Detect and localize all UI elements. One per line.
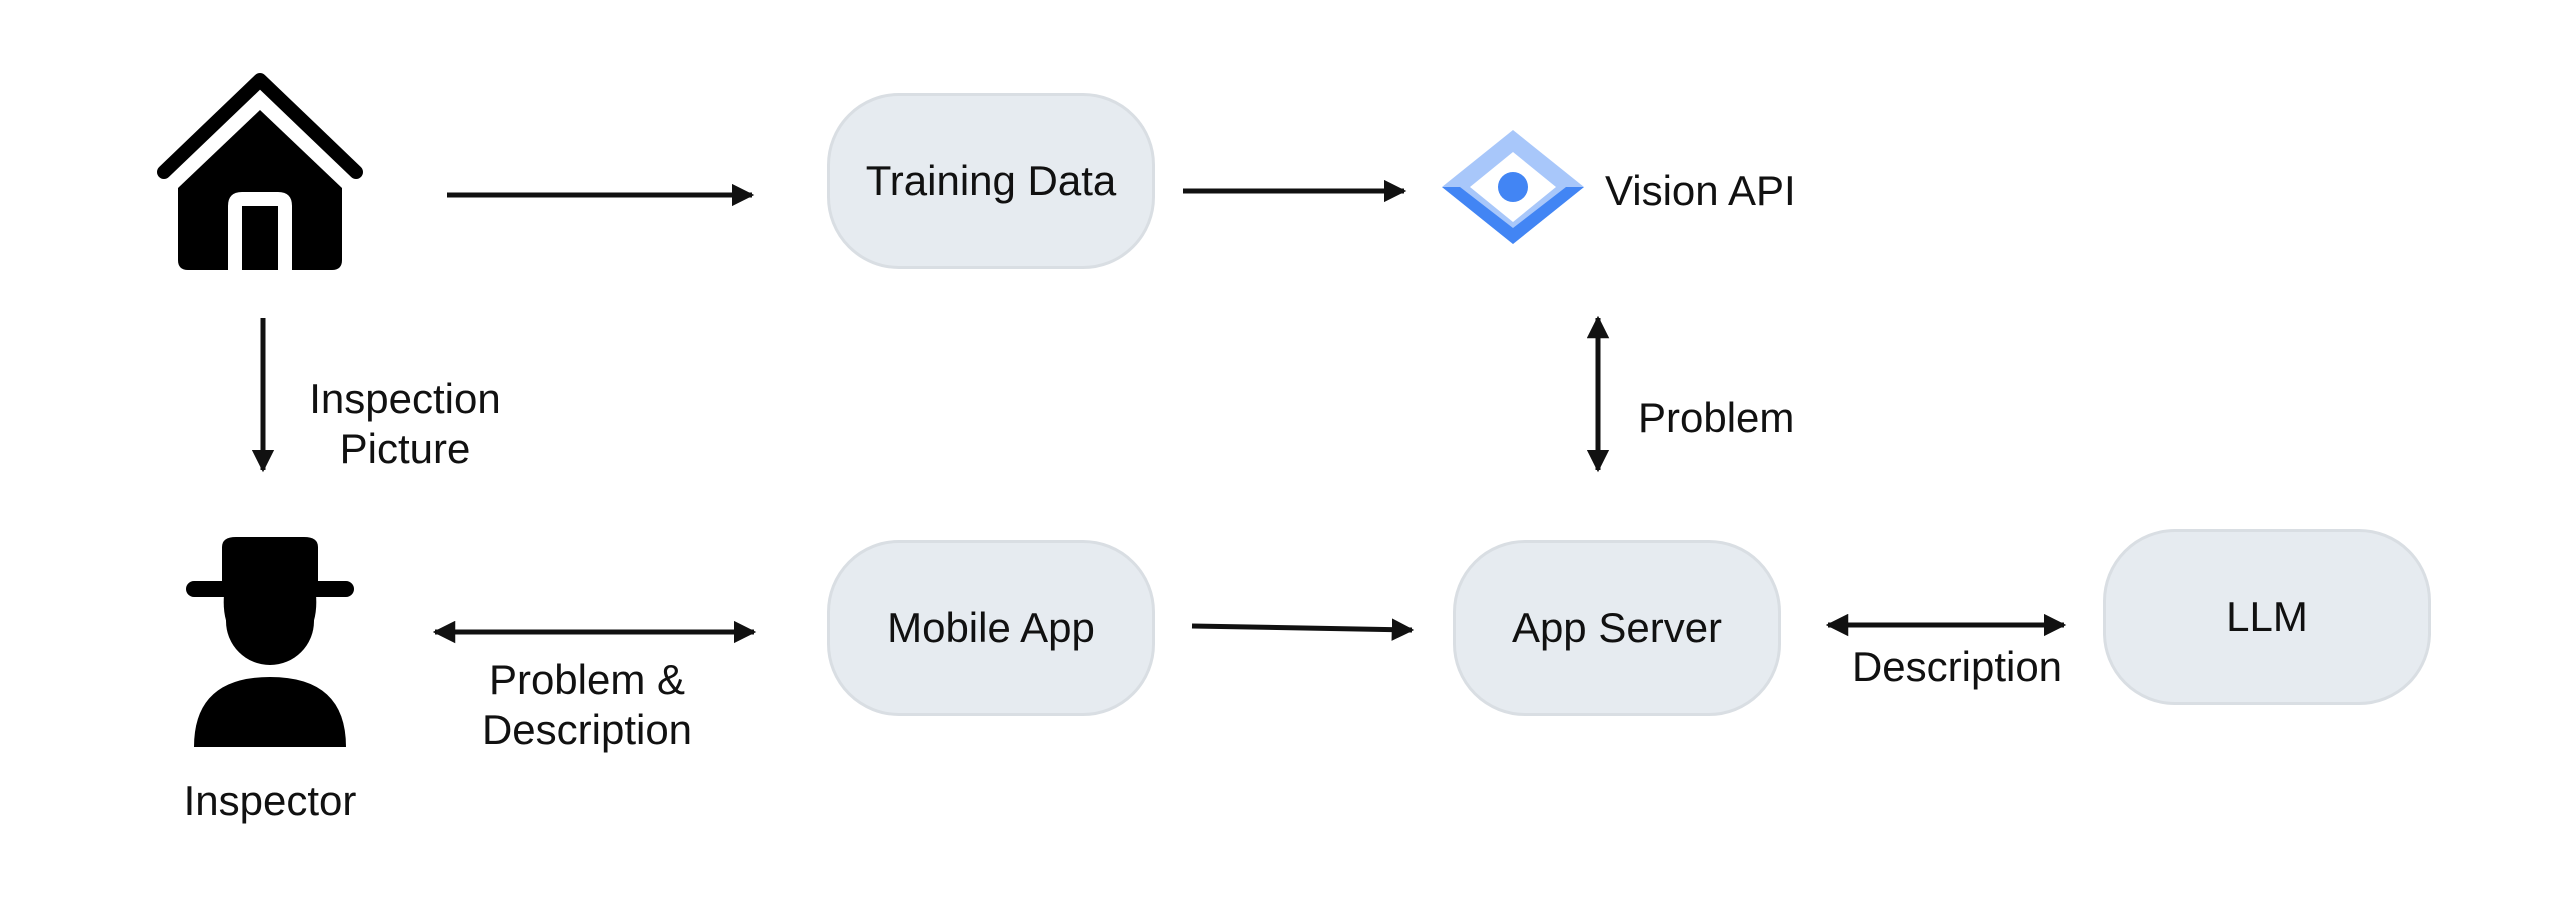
inspector-label: Inspector xyxy=(183,777,357,824)
arrow-mobile-app-to-app-server xyxy=(1191,618,1415,641)
vision-api-label: Vision API xyxy=(1605,167,1796,214)
description-label: Description xyxy=(1851,643,2063,690)
problem-label: Problem xyxy=(1638,394,1795,441)
inspection-picture-line2: Picture xyxy=(339,425,471,473)
problem-description-label: Problem & Description xyxy=(457,655,717,756)
inspection-picture-label: Inspection Picture xyxy=(290,374,520,475)
inspection-picture-line1: Inspection xyxy=(309,375,501,422)
app-server-node: App Server xyxy=(1453,540,1781,716)
training-data-node: Training Data xyxy=(827,93,1155,269)
problem-description-line2: Description xyxy=(481,706,693,754)
mobile-app-node: Mobile App xyxy=(827,540,1155,716)
problem-description-line1: Problem & xyxy=(488,656,686,703)
house-icon xyxy=(150,70,380,280)
vision-api-logo-icon xyxy=(1440,128,1586,246)
llm-node: LLM xyxy=(2103,529,2431,705)
person-with-hat-icon xyxy=(180,535,360,750)
